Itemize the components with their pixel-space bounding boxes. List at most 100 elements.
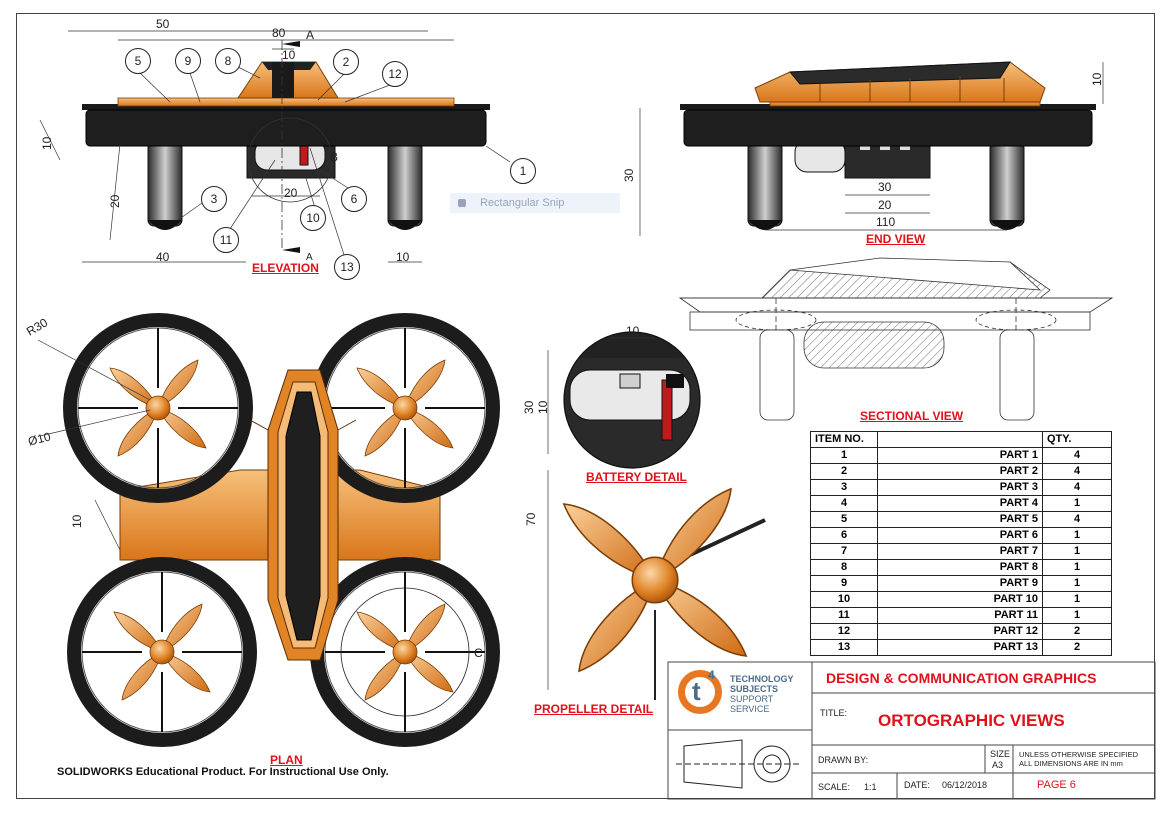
bom-header-part (877, 431, 1043, 448)
bom-qty: 1 (1042, 543, 1112, 560)
dim-40: 40 (156, 250, 170, 264)
dim-10-plan: 10 (536, 400, 550, 414)
bom-item-no: 5 (810, 511, 878, 528)
bom-part: PART 6 (877, 527, 1043, 544)
bom-header: ITEM NO. QTY. (810, 431, 1112, 448)
balloon-5: 5 (125, 48, 151, 74)
dim-20-leg: 20 (108, 194, 122, 208)
bom-item-no: 6 (810, 527, 878, 544)
tss-logo-icon (678, 670, 722, 714)
section-a-bottom: A (306, 252, 313, 263)
bom-qty: 2 (1042, 639, 1112, 656)
balloon-10: 10 (300, 205, 326, 231)
title-label: TITLE: (820, 708, 848, 718)
bom-part: PART 10 (877, 591, 1043, 608)
battery-detail-label: BATTERY DETAIL (586, 470, 687, 484)
bom-item-no: 9 (810, 575, 878, 592)
dim-10-battery-top: 10 (626, 324, 640, 338)
units-note: UNLESS OTHERWISE SPECIFIED ALL DIMENSION… (1019, 750, 1139, 768)
subject-title: DESIGN & COMMUNICATION GRAPHICS (826, 670, 1097, 686)
elevation-view (39, 30, 511, 263)
bom-qty: 1 (1042, 527, 1112, 544)
bom-qty: 4 (1042, 479, 1112, 496)
bom-item-no: 2 (810, 463, 878, 480)
dim-10-leg: 10 (396, 250, 410, 264)
sectional-view-label: SECTIONAL VIEW (860, 409, 964, 423)
snip-icon (458, 199, 466, 207)
dim-50: 50 (156, 17, 170, 31)
bom-qty: 1 (1042, 607, 1112, 624)
rectangular-snip-overlay[interactable]: Rectangular Snip (450, 193, 620, 213)
drawing-title: ORTOGRAPHIC VIEWS (878, 711, 1065, 730)
balloon-9: 9 (175, 48, 201, 74)
detail-b-label: B (330, 150, 339, 164)
bom-part: PART 2 (877, 463, 1043, 480)
bom-qty: 1 (1042, 575, 1112, 592)
bom-qty: 1 (1042, 495, 1112, 512)
drawing-sheet (16, 13, 1155, 799)
propeller-detail-label: PROPELLER DETAIL (534, 702, 654, 716)
balloon-8: 8 (215, 48, 241, 74)
bom-part: PART 1 (877, 447, 1043, 464)
logo-mark: t (692, 676, 701, 706)
bom-qty: 1 (1042, 591, 1112, 608)
section-a-top: A (306, 28, 315, 42)
dim-80: 80 (272, 26, 286, 40)
dim-110: 110 (876, 215, 896, 229)
end-view-label: END VIEW (866, 232, 926, 246)
page-number: PAGE 6 (1037, 779, 1076, 791)
bom-part: PART 11 (877, 607, 1043, 624)
balloon-2: 2 (333, 49, 359, 75)
bom-item-no: 11 (810, 607, 878, 624)
bom-header-qty: QTY. (1042, 431, 1112, 448)
dim-30-end: 30 (622, 168, 636, 182)
end-view (639, 61, 1104, 236)
scale-value: 1:1 (864, 782, 877, 792)
bom-part: PART 9 (877, 575, 1043, 592)
snip-label: Rectangular Snip (480, 197, 565, 209)
logo-line-2: SUBJECTS (730, 684, 779, 694)
bom-part: PART 4 (877, 495, 1043, 512)
size-value: A3 (992, 760, 1004, 770)
date-label: DATE: (904, 780, 930, 790)
size-label: SIZE (990, 749, 1011, 759)
educational-notice: SOLIDWORKS Educational Product. For Inst… (57, 766, 389, 778)
propeller-detail (563, 488, 766, 700)
dim-30-plan: 30 (522, 400, 536, 414)
detail-c-label: C (474, 646, 483, 660)
balloon-1: 1 (510, 158, 536, 184)
bom-item-no: 12 (810, 623, 878, 640)
dim-10-canopy: 10 (282, 48, 296, 62)
dim-70: 70 (524, 512, 538, 526)
elevation-label: ELEVATION (252, 261, 319, 275)
scale-label: SCALE: (818, 782, 851, 792)
bom-qty: 1 (1042, 559, 1112, 576)
dim-10-end: 10 (1090, 72, 1104, 86)
bom-header-item: ITEM NO. (810, 431, 878, 448)
plan-view (37, 320, 549, 740)
battery-detail (563, 331, 701, 469)
bom-qty: 4 (1042, 447, 1112, 464)
projection-symbol-icon (676, 739, 800, 789)
bom-part: PART 12 (877, 623, 1043, 640)
bom-qty: 4 (1042, 463, 1112, 480)
sectional-view (678, 257, 1114, 421)
bom-part: PART 13 (877, 639, 1043, 656)
balloon-11: 11 (213, 227, 239, 253)
drawn-by-label: DRAWN BY: (818, 755, 869, 765)
bom-part: PART 7 (877, 543, 1043, 560)
dim-20-housing: 20 (878, 198, 892, 212)
balloon-13: 13 (334, 254, 360, 280)
